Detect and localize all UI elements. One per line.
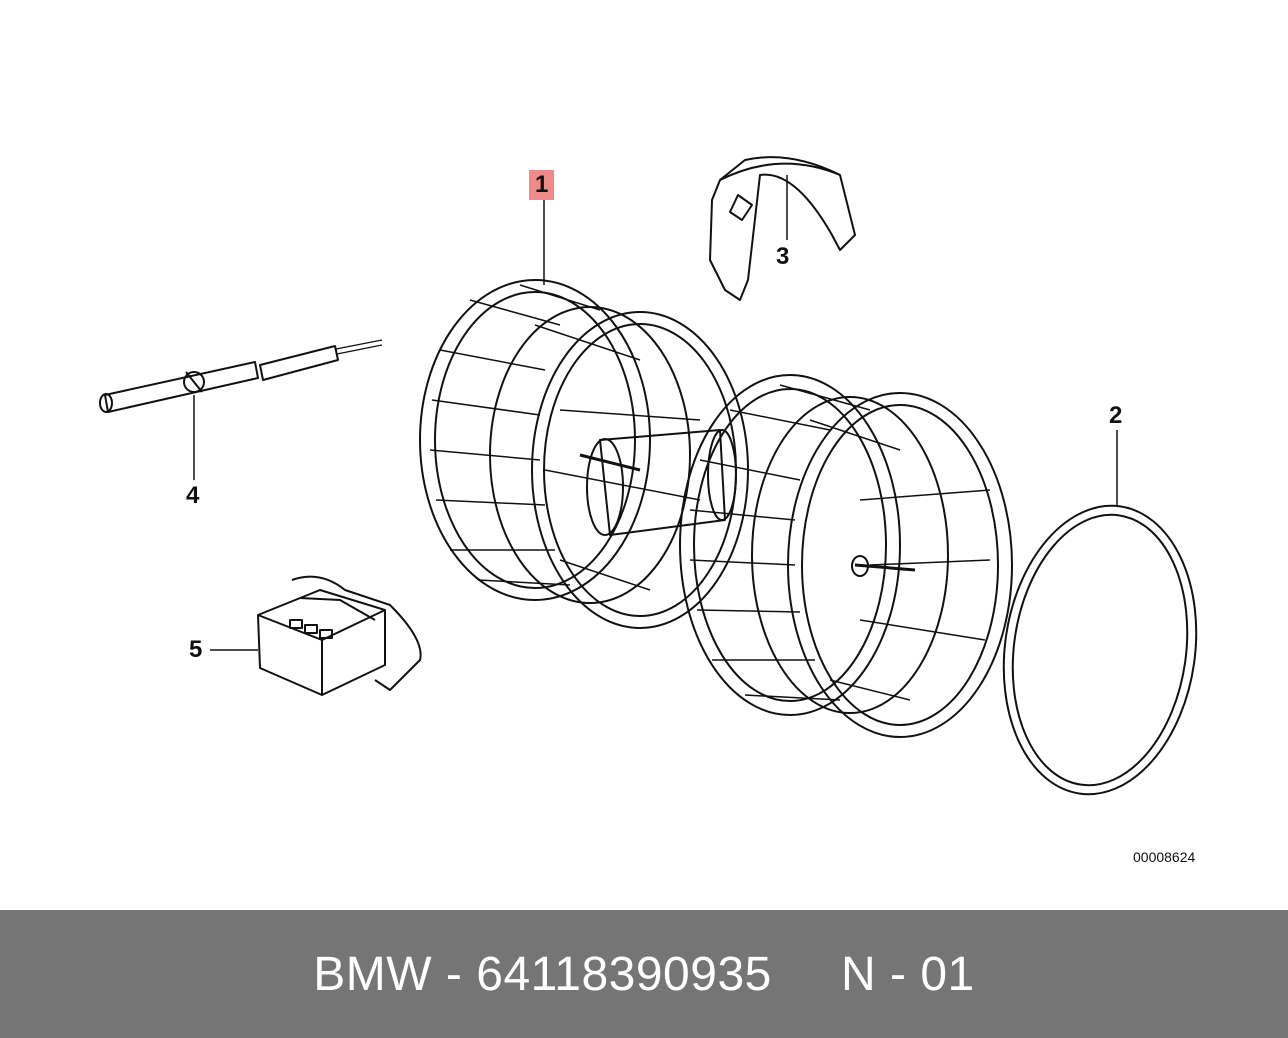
- leader-lines: [193, 175, 1118, 651]
- callout-part-1[interactable]: 1: [529, 170, 555, 200]
- parts-diagram: [99, 156, 1198, 796]
- part-number-caption: BMW - 64118390935 N - 01: [313, 947, 975, 1001]
- callout-part-2[interactable]: 2: [1109, 402, 1123, 429]
- callout-part-5[interactable]: 5: [189, 636, 203, 663]
- callout-part-3[interactable]: 3: [776, 243, 790, 270]
- right-fan-wheel: [679, 374, 1013, 738]
- motor-body: [586, 429, 737, 536]
- clamp-bracket: [709, 156, 856, 301]
- ring-gasket: [1002, 504, 1198, 796]
- temperature-sensor: [99, 339, 383, 413]
- blower-resistor: [257, 575, 422, 696]
- callout-part-4[interactable]: 4: [186, 482, 200, 509]
- reference-code: 00008624: [1133, 849, 1196, 865]
- left-fan-wheel: [419, 279, 749, 629]
- footer-bar: BMW - 64118390935 N - 01: [0, 910, 1288, 1038]
